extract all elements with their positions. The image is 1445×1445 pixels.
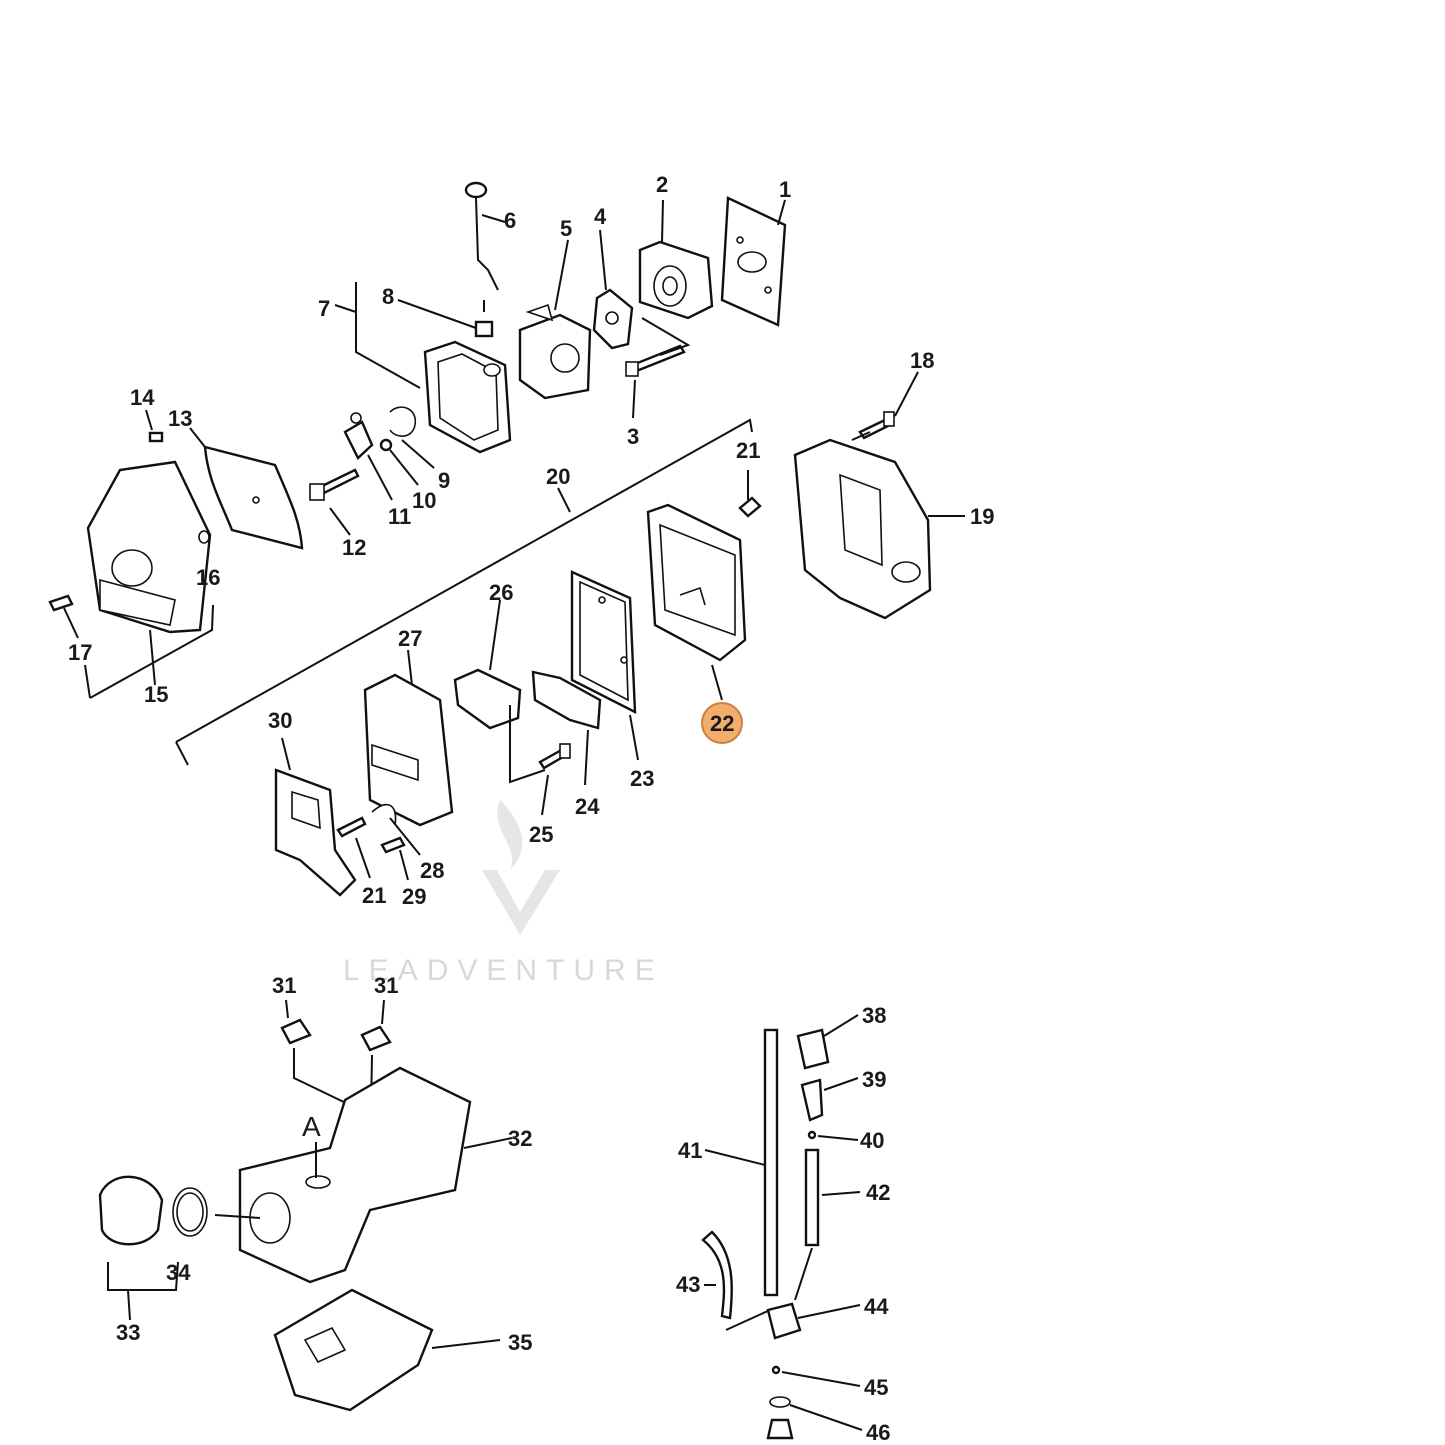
watermark: LEADVENTURE [343, 800, 664, 987]
part-34-gasket[interactable] [172, 1187, 208, 1237]
label-part-34: 34 [166, 1260, 191, 1285]
part-27-muffler-front[interactable] [363, 649, 454, 827]
label-part-35: 35 [508, 1330, 532, 1355]
part-18-screw[interactable] [851, 371, 919, 441]
part-32-fuel-tank[interactable] [214, 1066, 513, 1284]
label-part-7: 7 [318, 296, 330, 321]
part-30-heat-shield[interactable] [274, 737, 357, 897]
watermark-text: LEADVENTURE [343, 954, 664, 987]
label-part-19: 19 [970, 504, 994, 529]
part-3-screw[interactable] [625, 317, 691, 419]
part-9-washer[interactable] [389, 406, 435, 469]
part-15-air-cleaner-cover[interactable] [86, 460, 214, 699]
label-part-22: 22 [710, 711, 734, 736]
label-part-33: 33 [116, 1320, 140, 1345]
part-2-insulator[interactable] [638, 199, 714, 320]
label-part-40: 40 [860, 1128, 884, 1153]
part-26-bracket[interactable] [453, 599, 546, 784]
label-part-20: 20 [546, 464, 570, 489]
label-part-10: 10 [412, 488, 436, 513]
label-part-15: 15 [144, 682, 168, 707]
label-part-8: 8 [382, 284, 394, 309]
label-part-1: 1 [779, 177, 791, 202]
label-part-32: 32 [508, 1126, 532, 1151]
label-part-21-lower: 21 [362, 883, 386, 908]
label-part-41: 41 [678, 1138, 702, 1163]
label-part-26: 26 [489, 580, 513, 605]
part-39-fuel-filter[interactable] [800, 1077, 859, 1122]
part-22-muffler-body[interactable] [646, 503, 747, 701]
part-33-fuel-cap[interactable] [98, 1175, 179, 1321]
label-part-5: 5 [560, 216, 572, 241]
part-19-muffler-cover[interactable] [793, 438, 965, 620]
part-28-washer[interactable] [371, 803, 421, 856]
label-part-46: 46 [866, 1420, 890, 1445]
label-part-29: 29 [402, 884, 426, 909]
label-part-39: 39 [862, 1067, 886, 1092]
label-part-16: 16 [196, 565, 220, 590]
part-16-o-ring[interactable] [198, 530, 210, 544]
part-41-fuel-pipe[interactable] [704, 1028, 779, 1297]
part-40-clip[interactable] [807, 1130, 859, 1141]
part-6-choke-rod[interactable] [464, 181, 506, 312]
part-35-tank-guard[interactable] [273, 1288, 501, 1412]
part-38-filter-cap[interactable] [796, 1014, 859, 1070]
label-part-13: 13 [168, 406, 192, 431]
label-part-30: 30 [268, 708, 292, 733]
label-part-6: 6 [504, 208, 516, 233]
part-45-clip[interactable] [771, 1365, 861, 1387]
label-part-42: 42 [866, 1180, 890, 1205]
part-10-nut[interactable] [379, 438, 419, 486]
label-part-9: 9 [438, 468, 450, 493]
part-17-screw[interactable] [48, 594, 91, 699]
callout-a: A [302, 1111, 321, 1178]
label-part-17: 17 [68, 640, 92, 665]
callout-a-label: A [302, 1111, 321, 1142]
part-24-spark-arrestor[interactable] [531, 670, 602, 786]
label-part-18: 18 [910, 348, 934, 373]
label-part-14: 14 [130, 385, 155, 410]
part-29-screw[interactable] [380, 836, 409, 881]
part-46-washer[interactable] [766, 1396, 863, 1440]
label-part-45: 45 [864, 1375, 888, 1400]
part-1-gasket[interactable] [720, 196, 787, 327]
label-part-27: 27 [398, 626, 422, 651]
bracket-20 [175, 418, 753, 766]
label-part-24: 24 [575, 794, 600, 819]
label-part-31-left: 31 [272, 973, 296, 998]
label-part-38: 38 [862, 1003, 886, 1028]
part-14-clip[interactable] [145, 409, 164, 443]
part-11-plate[interactable] [343, 412, 393, 501]
part-4-gasket[interactable] [592, 229, 634, 350]
part-number-labels: 1 2 3 4 5 6 7 8 9 10 11 12 13 14 15 16 1… [68, 172, 994, 1445]
part-25-bolt[interactable] [538, 743, 571, 816]
label-part-43: 43 [676, 1272, 700, 1297]
part-12-bolt[interactable] [309, 468, 360, 536]
label-part-3: 3 [627, 424, 639, 449]
part-43-return-line[interactable] [701, 1230, 771, 1331]
label-part-21-upper: 21 [736, 438, 760, 463]
part-31-mount-left[interactable] [280, 999, 351, 1106]
label-part-4: 4 [594, 204, 607, 229]
label-part-28: 28 [420, 858, 444, 883]
label-part-12: 12 [342, 535, 366, 560]
label-part-31-right: 31 [374, 973, 398, 998]
label-part-44: 44 [864, 1294, 889, 1319]
part-21-screw-lower[interactable] [336, 816, 371, 879]
part-23-gasket[interactable] [570, 570, 639, 761]
label-part-23: 23 [630, 766, 654, 791]
part-8-nut[interactable] [397, 299, 494, 338]
label-part-2: 2 [656, 172, 668, 197]
part-44-grommet[interactable] [766, 1302, 861, 1340]
part-7-air-cleaner-case[interactable] [334, 282, 512, 454]
part-13-filter[interactable] [189, 427, 304, 550]
label-part-11: 11 [388, 504, 411, 529]
highlight-marker-22 [701, 702, 743, 744]
part-21-screw-upper[interactable] [738, 470, 762, 518]
label-part-25: 25 [529, 822, 553, 847]
part-5-carburetor[interactable] [518, 239, 592, 400]
part-42-fuel-line[interactable] [794, 1148, 861, 1301]
